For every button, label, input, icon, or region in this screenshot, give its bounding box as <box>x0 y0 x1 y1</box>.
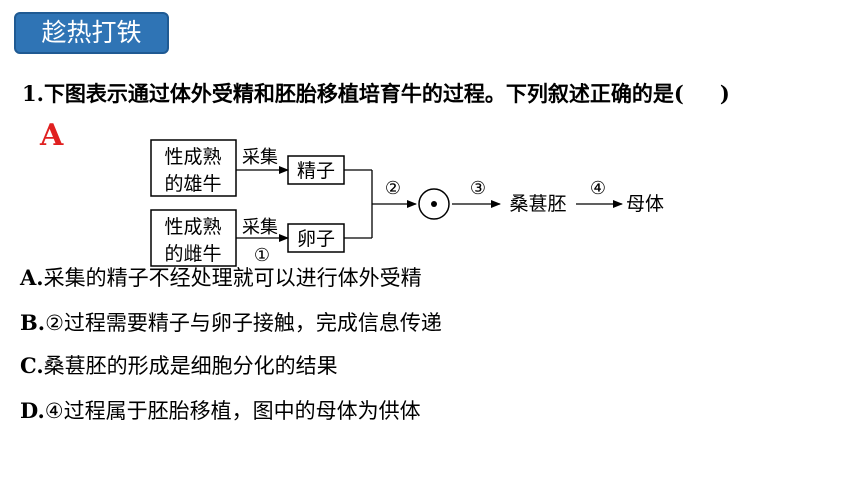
collect-label-bottom: 采集 <box>242 217 278 238</box>
step3-label: ③ <box>470 178 486 199</box>
question-text: 下图表示通过体外受精和胚胎移植培育牛的过程。下列叙述正确的是( <box>43 81 684 106</box>
option-d-text: ④过程属于胚胎移植，图中的母体为供体 <box>44 399 421 423</box>
morula-label: 桑葚胚 <box>509 193 566 215</box>
section-tag: 趁热打铁 <box>14 12 169 54</box>
collect-label-top: 采集 <box>242 147 278 168</box>
male-box-line1: 性成熟 <box>164 146 221 168</box>
question-number: 1. <box>22 81 44 106</box>
female-box-line2: 的雌牛 <box>164 243 221 265</box>
egg-label: 卵子 <box>297 228 335 250</box>
male-box-line2: 的雄牛 <box>164 173 221 195</box>
option-c-text: 桑葚胚的形成是细胞分化的结果 <box>43 354 338 378</box>
answer-mark: A <box>40 118 64 153</box>
step2-label: ② <box>385 178 401 199</box>
option-c: C.桑葚胚的形成是细胞分化的结果 <box>20 350 338 380</box>
sperm-label: 精子 <box>297 160 335 182</box>
option-d: D.④过程属于胚胎移植，图中的母体为供体 <box>20 395 421 425</box>
option-a-text: 采集的精子不经处理就可以进行体外受精 <box>43 266 422 290</box>
option-b-text: ②过程需要精子与卵子接触，完成信息传递 <box>45 311 442 335</box>
step4-label: ④ <box>590 178 606 199</box>
option-a-label: A. <box>20 265 44 290</box>
male-bull-box <box>150 139 237 197</box>
option-a: A.采集的精子不经处理就可以进行体外受精 <box>20 262 422 292</box>
option-b: B.②过程需要精子与卵子接触，完成信息传递 <box>20 307 442 337</box>
question-stem: 1.下图表示通过体外受精和胚胎移植培育牛的过程。下列叙述正确的是() <box>22 78 730 108</box>
option-d-label: D. <box>20 398 45 423</box>
mother-label: 母体 <box>626 193 664 215</box>
zygote-nucleus <box>431 201 437 207</box>
question-close-paren: ) <box>719 81 730 106</box>
zygote-circle <box>418 188 450 220</box>
option-c-label: C. <box>20 353 44 378</box>
option-b-label: B. <box>20 310 46 335</box>
step1-label: ① <box>254 245 270 266</box>
female-box-line1: 性成熟 <box>164 216 221 238</box>
